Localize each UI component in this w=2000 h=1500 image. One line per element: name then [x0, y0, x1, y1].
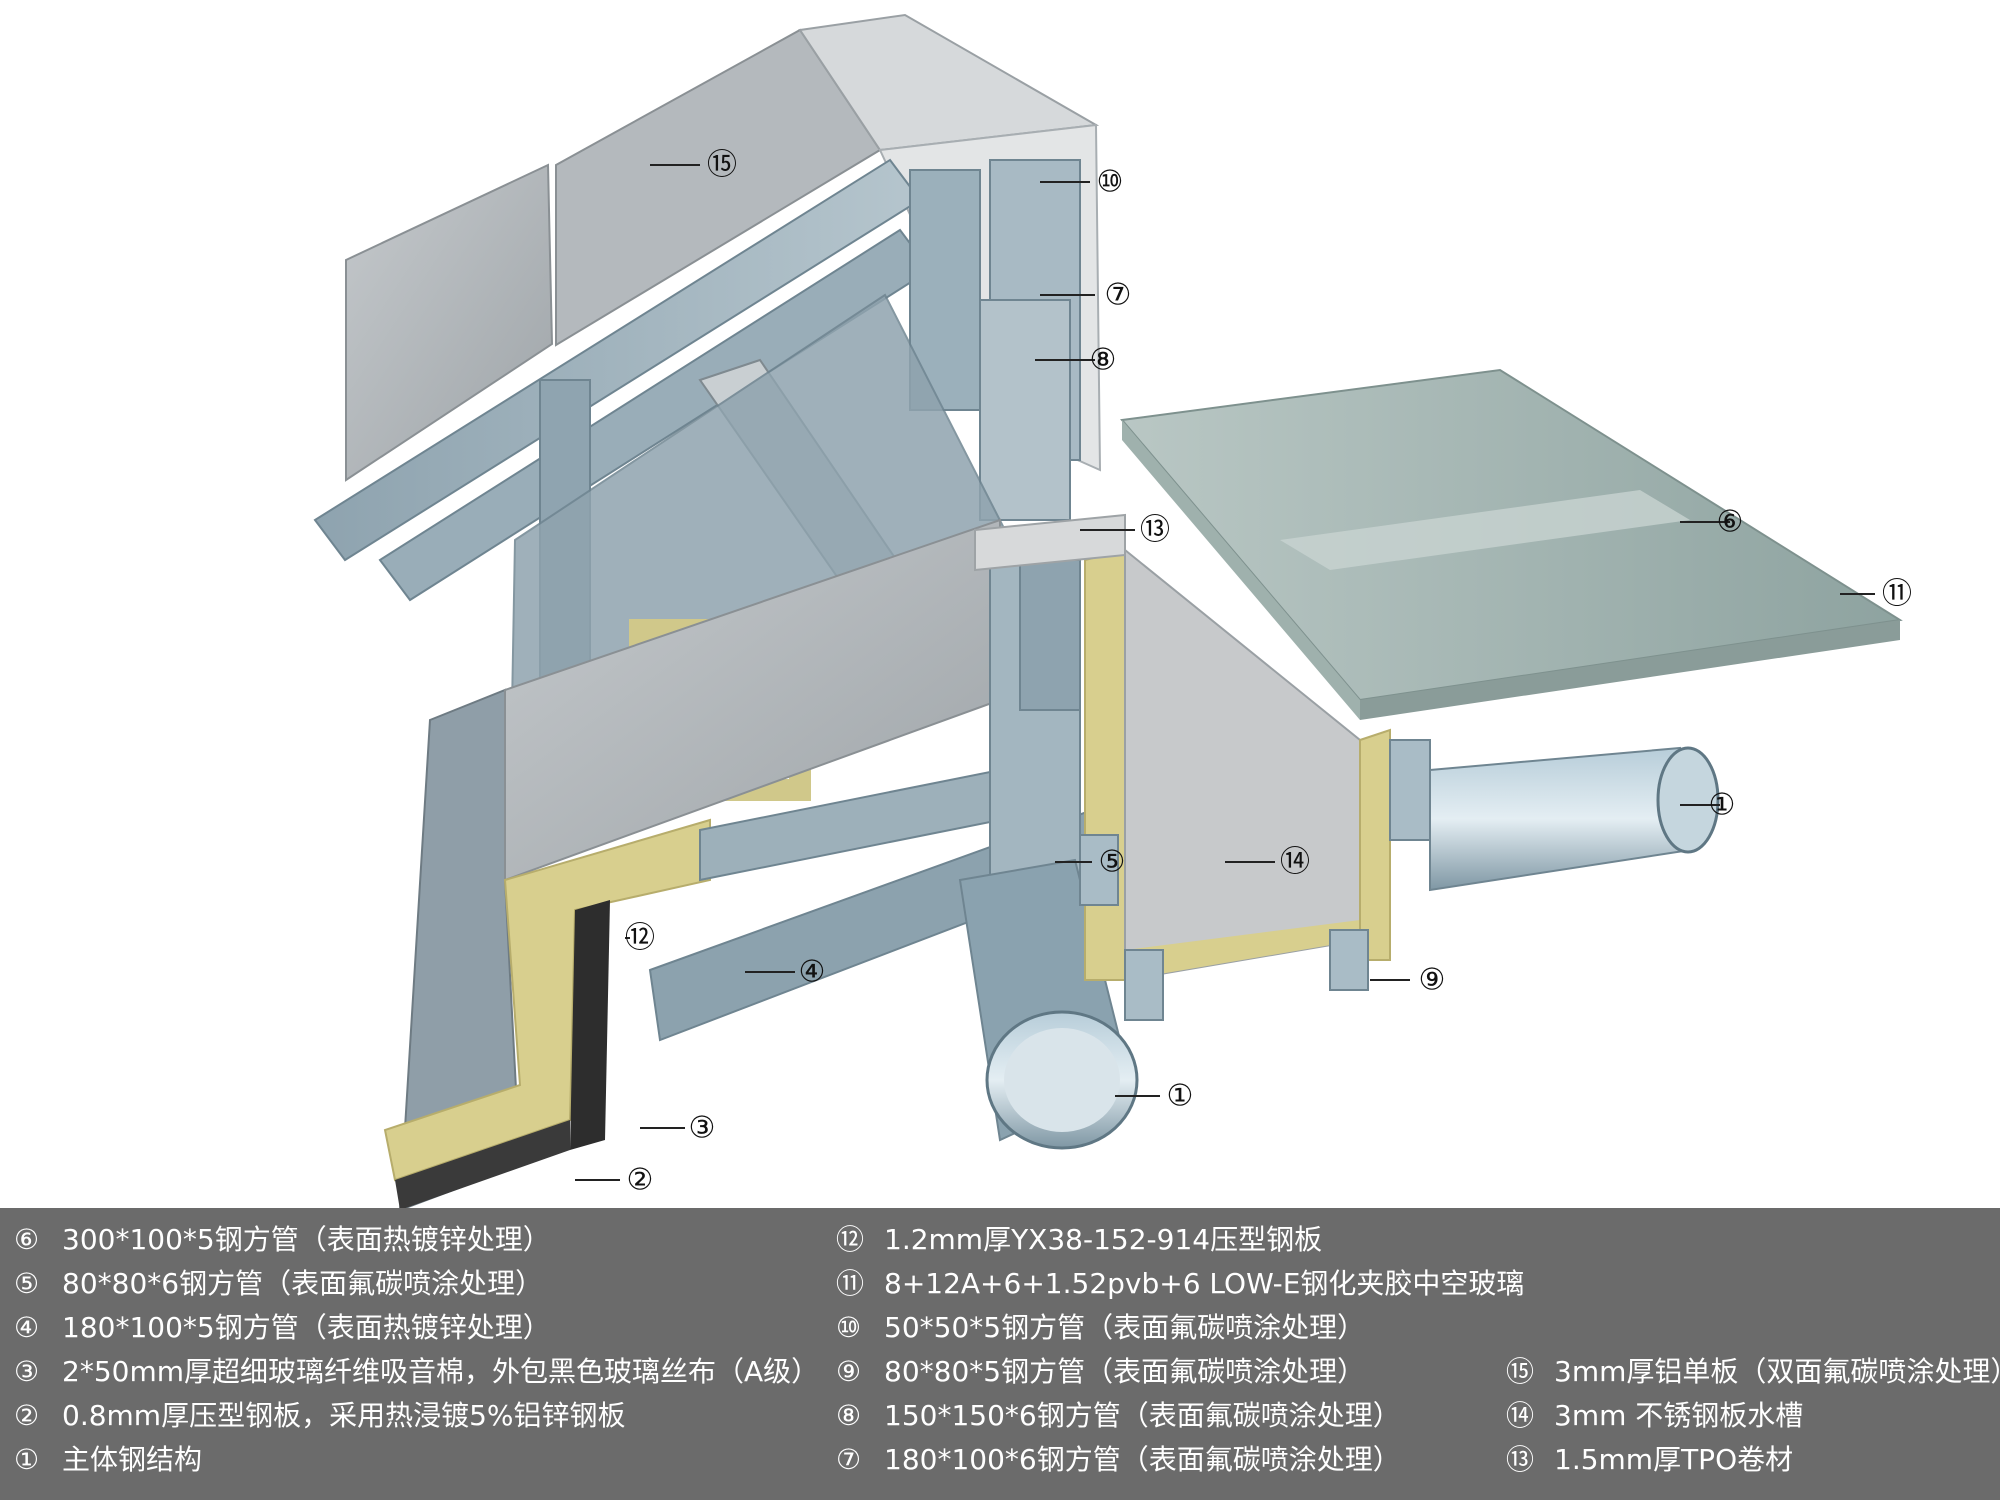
legend-text: 180*100*6钢方管（表面氟碳喷涂处理）: [884, 1443, 1401, 1476]
legend-text: 1.2mm厚YX38-152-914压型钢板: [884, 1223, 1323, 1256]
legend-item: ⑭ 3mm 不锈钢板水槽: [1506, 1394, 2000, 1438]
callout-15: ⑮: [707, 148, 737, 183]
stainless-gutter: [1079, 547, 1431, 1021]
main-steel-pipe-right: [1429, 746, 1720, 892]
legend-item: ⑤ 80*80*6钢方管（表面氟碳喷涂处理）: [14, 1262, 819, 1306]
node-diagram: ⑮ ⑩ ⑦ ⑧ ⑬ ⑥ ⑪ ① ⑤ ⑭ ⑫ ④ ⑨ ① ③ ②: [313, 13, 1912, 1208]
legend-item: ④ 180*100*5钢方管（表面热镀锌处理）: [14, 1306, 819, 1350]
legend-mark: ⑫: [836, 1223, 865, 1256]
callout-10: ⑩: [1097, 165, 1124, 200]
callout-leaders: [575, 164, 1875, 1181]
callout-8: ⑧: [1090, 343, 1117, 378]
legend-mark: ⑪: [836, 1267, 865, 1300]
callout-11: ⑪: [1882, 577, 1912, 612]
legend-item: ⑪ 8+12A+6+1.52pvb+6 LOW-E钢化夹胶中空玻璃: [836, 1262, 1524, 1306]
legend-text: 80*80*5钢方管（表面氟碳喷涂处理）: [884, 1355, 1366, 1388]
callout-5: ⑤: [1099, 845, 1126, 880]
legend-column-1: ⑥ 300*100*5钢方管（表面热镀锌处理） ⑤ 80*80*6钢方管（表面氟碳喷…: [14, 1218, 819, 1482]
lower-steel-frame: [648, 559, 1132, 1042]
laminated-glass-panel: [1120, 368, 1903, 720]
callout-1-right: ①: [1709, 788, 1736, 823]
legend-mark: ⑮: [1506, 1355, 1535, 1388]
legend-mark: ③: [14, 1355, 40, 1388]
legend-text: 50*50*5钢方管（表面氟碳喷涂处理）: [884, 1311, 1366, 1344]
legend-item: ⑮ 3mm厚铝单板（双面氟碳喷涂处理）: [1506, 1350, 2000, 1394]
legend-text: 0.8mm厚压型钢板，采用热浸镀5%铝锌钢板: [62, 1399, 626, 1432]
legend-item: ⑦ 180*100*6钢方管（表面氟碳喷涂处理）: [836, 1438, 1524, 1482]
legend-mark: ④: [14, 1311, 40, 1344]
callout-2: ②: [627, 1163, 654, 1198]
legend-item: ⑫ 1.2mm厚YX38-152-914压型钢板: [836, 1218, 1524, 1262]
legend-text: 8+12A+6+1.52pvb+6 LOW-E钢化夹胶中空玻璃: [884, 1267, 1525, 1300]
callout-labels: ⑮ ⑩ ⑦ ⑧ ⑬ ⑥ ⑪ ① ⑤ ⑭ ⑫ ④ ⑨ ① ③ ②: [625, 148, 1912, 1198]
legend-mark: ⑭: [1506, 1399, 1535, 1432]
callout-3: ③: [689, 1111, 716, 1146]
callout-14: ⑭: [1280, 845, 1310, 880]
legend-mark: ⑦: [836, 1443, 862, 1476]
legend-item: ⑩ 50*50*5钢方管（表面氟碳喷涂处理）: [836, 1306, 1524, 1350]
legend-item: ② 0.8mm厚压型钢板，采用热浸镀5%铝锌钢板: [14, 1394, 819, 1438]
legend-mark: ⑨: [836, 1355, 862, 1388]
material-legend: ⑥ 300*100*5钢方管（表面热镀锌处理） ⑤ 80*80*6钢方管（表面氟碳喷…: [0, 1208, 2000, 1500]
legend-column-3: ⑮ 3mm厚铝单板（双面氟碳喷涂处理） ⑭ 3mm 不锈钢板水槽 ⑬ 1.5mm厚TP…: [1506, 1350, 2000, 1482]
legend-item: ⑧ 150*150*6钢方管（表面氟碳喷涂处理）: [836, 1394, 1524, 1438]
tpo-membrane: [974, 513, 1126, 572]
legend-item: ⑬ 1.5mm厚TPO卷材: [1506, 1438, 2000, 1482]
legend-text: 2*50mm厚超细玻璃纤维吸音棉，外包黑色玻璃丝布（A级）: [62, 1355, 820, 1388]
callout-6: ⑥: [1717, 505, 1744, 540]
legend-text: 1.5mm厚TPO卷材: [1554, 1443, 1794, 1476]
callout-1-bottom: ①: [1167, 1079, 1194, 1114]
legend-mark: ⑩: [836, 1311, 862, 1344]
legend-text: 3mm 不锈钢板水槽: [1554, 1399, 1804, 1432]
legend-text: 主体钢结构: [62, 1443, 203, 1476]
legend-text: 80*80*6钢方管（表面氟碳喷涂处理）: [62, 1267, 544, 1300]
legend-column-2: ⑫ 1.2mm厚YX38-152-914压型钢板 ⑪ 8+12A+6+1.52pvb…: [836, 1218, 1524, 1482]
legend-mark: ①: [14, 1443, 40, 1476]
legend-text: 180*100*5钢方管（表面热镀锌处理）: [62, 1311, 551, 1344]
left-wall-assembly: [383, 518, 1001, 1208]
legend-mark: ⑬: [1506, 1443, 1535, 1476]
legend-mark: ②: [14, 1399, 40, 1432]
legend-item: ① 主体钢结构: [14, 1438, 819, 1482]
legend-item: ⑨ 80*80*5钢方管（表面氟碳喷涂处理）: [836, 1350, 1524, 1394]
legend-text: 3mm厚铝单板（双面氟碳喷涂处理）: [1554, 1355, 2000, 1388]
callout-9: ⑨: [1419, 963, 1446, 998]
callout-12: ⑫: [625, 921, 655, 956]
legend-text: 150*150*6钢方管（表面氟碳喷涂处理）: [884, 1399, 1401, 1432]
legend-mark: ⑥: [14, 1223, 40, 1256]
legend-mark: ⑤: [14, 1267, 40, 1300]
legend-mark: ⑧: [836, 1399, 862, 1432]
legend-text: 300*100*5钢方管（表面热镀锌处理）: [62, 1223, 551, 1256]
legend-item: ③ 2*50mm厚超细玻璃纤维吸音棉，外包黑色玻璃丝布（A级）: [14, 1350, 819, 1394]
callout-7: ⑦: [1105, 278, 1132, 313]
callout-13: ⑬: [1140, 513, 1170, 548]
legend-item: ⑥ 300*100*5钢方管（表面热镀锌处理）: [14, 1218, 819, 1262]
callout-4: ④: [799, 955, 826, 990]
